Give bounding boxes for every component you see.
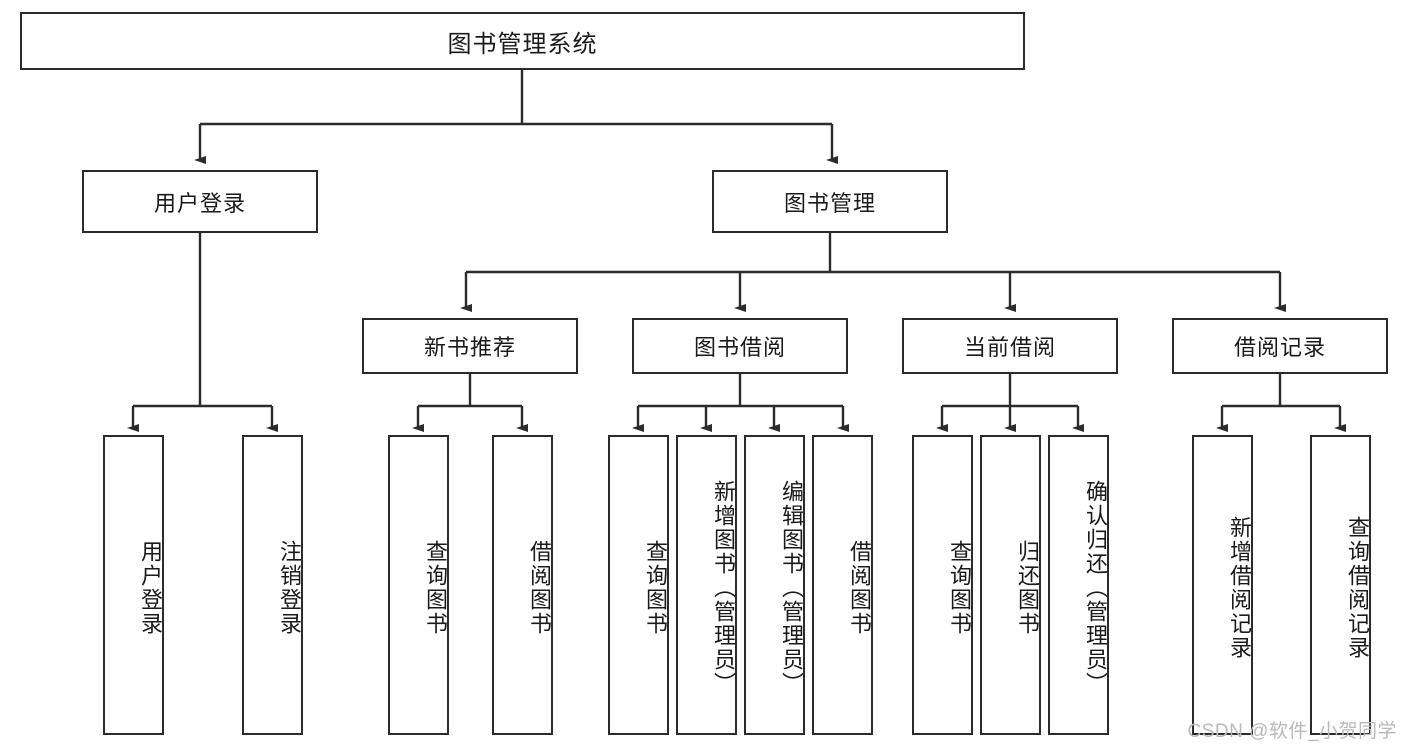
leaf-label: 新增图书（管理员） [711,480,736,696]
leaf-current-borrow-1[interactable]: 查询图书 [912,435,973,735]
leaf-current-borrow-3[interactable]: 确认归还（管理员） [1048,435,1109,735]
leaf-label: 借阅图书 [847,540,872,636]
node-book-management[interactable]: 图书管理 [712,170,948,233]
leaf-new-book-1[interactable]: 查询图书 [388,435,449,735]
node-current-borrow[interactable]: 当前借阅 [902,318,1118,374]
leaf-book-borrow-4[interactable]: 借阅图书 [812,435,873,735]
leaf-label: 查询图书 [947,540,972,636]
node-borrow-record[interactable]: 借阅记录 [1172,318,1388,374]
leaf-label: 查询图书 [423,540,448,636]
leaf-current-borrow-2[interactable]: 归还图书 [980,435,1041,735]
leaf-user-login-2[interactable]: 注销登录 [242,435,303,735]
leaf-book-borrow-2[interactable]: 新增图书（管理员） [676,435,737,735]
node-user-login[interactable]: 用户登录 [82,170,318,233]
node-book-borrow[interactable]: 图书借阅 [632,318,848,374]
leaf-label: 查询借阅记录 [1345,516,1370,660]
leaf-label: 用户登录 [138,540,163,636]
leaf-label: 查询图书 [643,540,668,636]
leaf-label: 借阅图书 [527,540,552,636]
leaf-new-book-2[interactable]: 借阅图书 [492,435,553,735]
leaf-label: 新增借阅记录 [1227,516,1252,660]
leaf-label: 注销登录 [277,540,302,636]
node-root-system[interactable]: 图书管理系统 [20,12,1025,70]
leaf-user-login-1[interactable]: 用户登录 [103,435,164,735]
node-new-book-recommend[interactable]: 新书推荐 [362,318,578,374]
leaf-borrow-record-1[interactable]: 新增借阅记录 [1192,435,1253,735]
leaf-book-borrow-1[interactable]: 查询图书 [608,435,669,735]
leaf-book-borrow-3[interactable]: 编辑图书（管理员） [744,435,805,735]
leaf-label: 归还图书 [1015,540,1040,636]
leaf-label: 确认归还（管理员） [1083,480,1108,696]
leaf-label: 编辑图书（管理员） [779,480,804,696]
leaf-borrow-record-2[interactable]: 查询借阅记录 [1310,435,1371,735]
